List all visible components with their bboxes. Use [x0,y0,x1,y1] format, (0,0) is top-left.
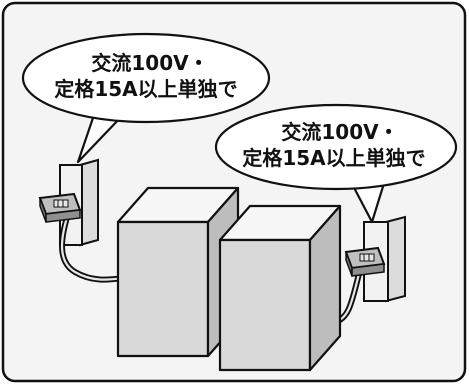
callout-left-line2: 定格15A以上単独で [54,77,237,101]
callout-left: 交流100V・ 定格15A以上単独で [21,32,271,164]
unit-left [116,186,240,358]
callout-right-line2: 定格15A以上単独で [242,146,425,170]
unit-right [218,204,342,372]
callout-right-line1: 交流100V・ [281,120,398,144]
callout-right: 交流100V・ 定格15A以上単独で [214,103,458,224]
plug-left [38,192,82,223]
plug-right [344,246,386,277]
callout-left-line1: 交流100V・ [91,51,208,75]
